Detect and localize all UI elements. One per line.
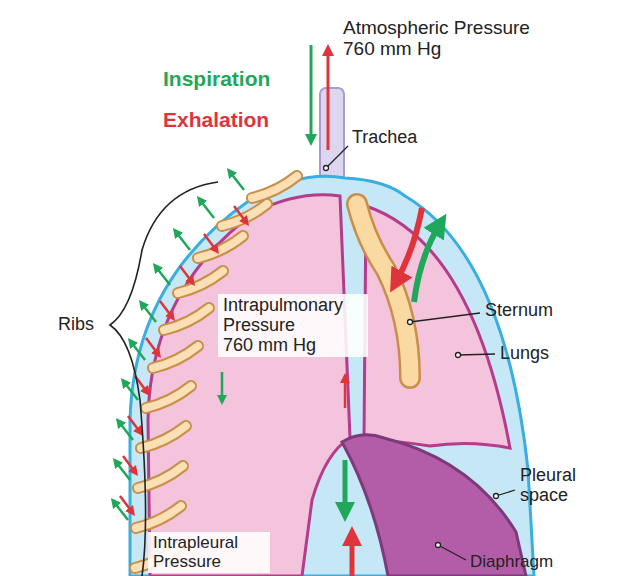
part-label: Diaphragm <box>470 553 553 572</box>
pressure-box: Intrapulmonary Pressure760 mm Hg <box>218 294 368 357</box>
legend-arrow-shaft <box>310 45 313 136</box>
part-label: Lungs <box>500 344 549 364</box>
rib-bones <box>135 176 297 568</box>
sternum-out-arrow <box>414 224 440 302</box>
left-lung <box>148 195 350 576</box>
rib-bones <box>135 176 297 568</box>
legend-arrow <box>305 45 317 146</box>
legend-text: Inspiration <box>163 67 270 90</box>
pleura-outline <box>130 176 534 576</box>
right-lung <box>364 206 510 448</box>
part-label: Sternum <box>485 301 553 321</box>
legend-arrow <box>322 44 334 150</box>
pressure-label: Atmospheric Pressure 760 mm Hg <box>343 18 563 60</box>
legend-arrow-head <box>305 134 317 146</box>
part-label: Pleural space <box>520 466 592 506</box>
pressure-text: Intrapulmonary Pressure <box>223 296 363 336</box>
legend-text: Exhalation <box>163 108 269 131</box>
pressure-text: Intrapleural Pressure <box>153 534 265 571</box>
pressure-text: 760 mm Hg <box>223 336 363 356</box>
part-label: Trachea <box>352 128 417 148</box>
part-label: Ribs <box>58 315 94 335</box>
pressure-arrow <box>221 372 224 400</box>
pressure-box: Intrapleural Pressure <box>148 532 270 573</box>
legend-arrow-head <box>322 44 334 56</box>
pressure-arrow <box>344 378 347 408</box>
diaphragm-down-arrow <box>343 460 348 512</box>
diaphragm-up-arrow <box>350 536 355 576</box>
ribs-brace <box>110 182 218 576</box>
legend-arrow-shaft <box>327 54 330 150</box>
